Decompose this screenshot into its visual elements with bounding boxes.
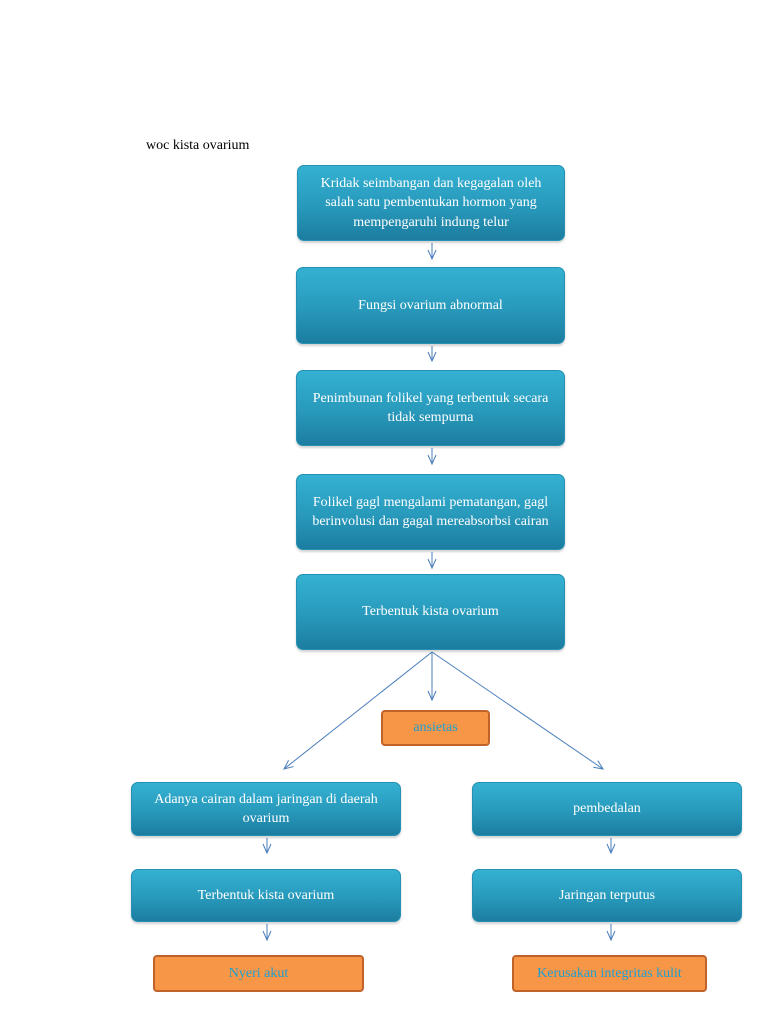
node-tissue-severed: Jaringan terputus bbox=[472, 869, 742, 922]
node-follicle-accumulation: Penimbunan folikel yang terbentuk secara… bbox=[296, 370, 565, 446]
node-cyst-formed: Terbentuk kista ovarium bbox=[296, 574, 565, 650]
node-abnormal-ovary-function: Fungsi ovarium abnormal bbox=[296, 267, 565, 344]
diagnosis-nyeri-akut: Nyeri akut bbox=[153, 955, 364, 992]
node-hormone-imbalance-label: Kridak seimbangan dan kegagalan oleh sal… bbox=[320, 175, 542, 230]
node-follicle-failure-label: Folikel gagl mengalami pematangan, gagl … bbox=[312, 494, 549, 530]
node-tissue-severed-label: Jaringan terputus bbox=[558, 887, 656, 903]
node-surgery: pembedalan bbox=[472, 782, 742, 836]
node-follicle-accumulation-label: Penimbunan folikel yang terbentuk secara… bbox=[312, 390, 549, 426]
node-fluid-in-tissue-label: Adanya cairan dalam jaringan di daerah o… bbox=[154, 791, 378, 827]
node-cyst-formed-left: Terbentuk kista ovarium bbox=[131, 869, 401, 922]
diagnosis-ansietas-label: ansietas bbox=[413, 720, 458, 735]
arrow-n5-left bbox=[283, 651, 433, 770]
node-cyst-formed-label: Terbentuk kista ovarium bbox=[362, 604, 499, 620]
node-cyst-formed-left-label: Terbentuk kista ovarium bbox=[197, 887, 335, 903]
diagnosis-kerusakan-integritas-kulit: Kerusakan integritas kulit bbox=[512, 955, 707, 992]
node-follicle-failure: Folikel gagl mengalami pematangan, gagl … bbox=[296, 474, 565, 550]
diagnosis-ansietas: ansietas bbox=[381, 710, 490, 746]
page-title: woc kista ovarium bbox=[146, 138, 250, 153]
diagnosis-nyeri-akut-label: Nyeri akut bbox=[228, 965, 289, 981]
node-surgery-label: pembedalan bbox=[573, 801, 641, 817]
node-hormone-imbalance: Kridak seimbangan dan kegagalan oleh sal… bbox=[297, 165, 565, 241]
arrow-n5-right bbox=[431, 651, 605, 770]
node-abnormal-ovary-function-label: Fungsi ovarium abnormal bbox=[358, 297, 503, 313]
node-fluid-in-tissue: Adanya cairan dalam jaringan di daerah o… bbox=[131, 782, 401, 836]
diagnosis-kerusakan-integritas-kulit-label: Kerusakan integritas kulit bbox=[537, 965, 682, 981]
